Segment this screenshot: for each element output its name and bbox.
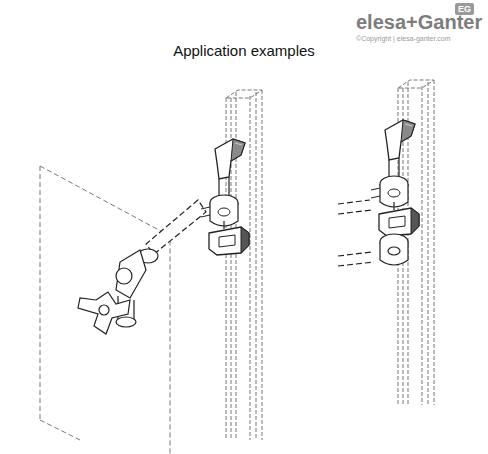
brand-badge: EG	[455, 3, 474, 15]
panel	[40, 166, 170, 454]
title: Application examples	[0, 42, 488, 59]
joint	[78, 249, 158, 334]
rod	[146, 200, 206, 254]
clamp-body	[380, 234, 408, 265]
copyright-note: ©Copyright | elesa-ganter.com	[356, 35, 451, 42]
rod	[338, 200, 374, 266]
